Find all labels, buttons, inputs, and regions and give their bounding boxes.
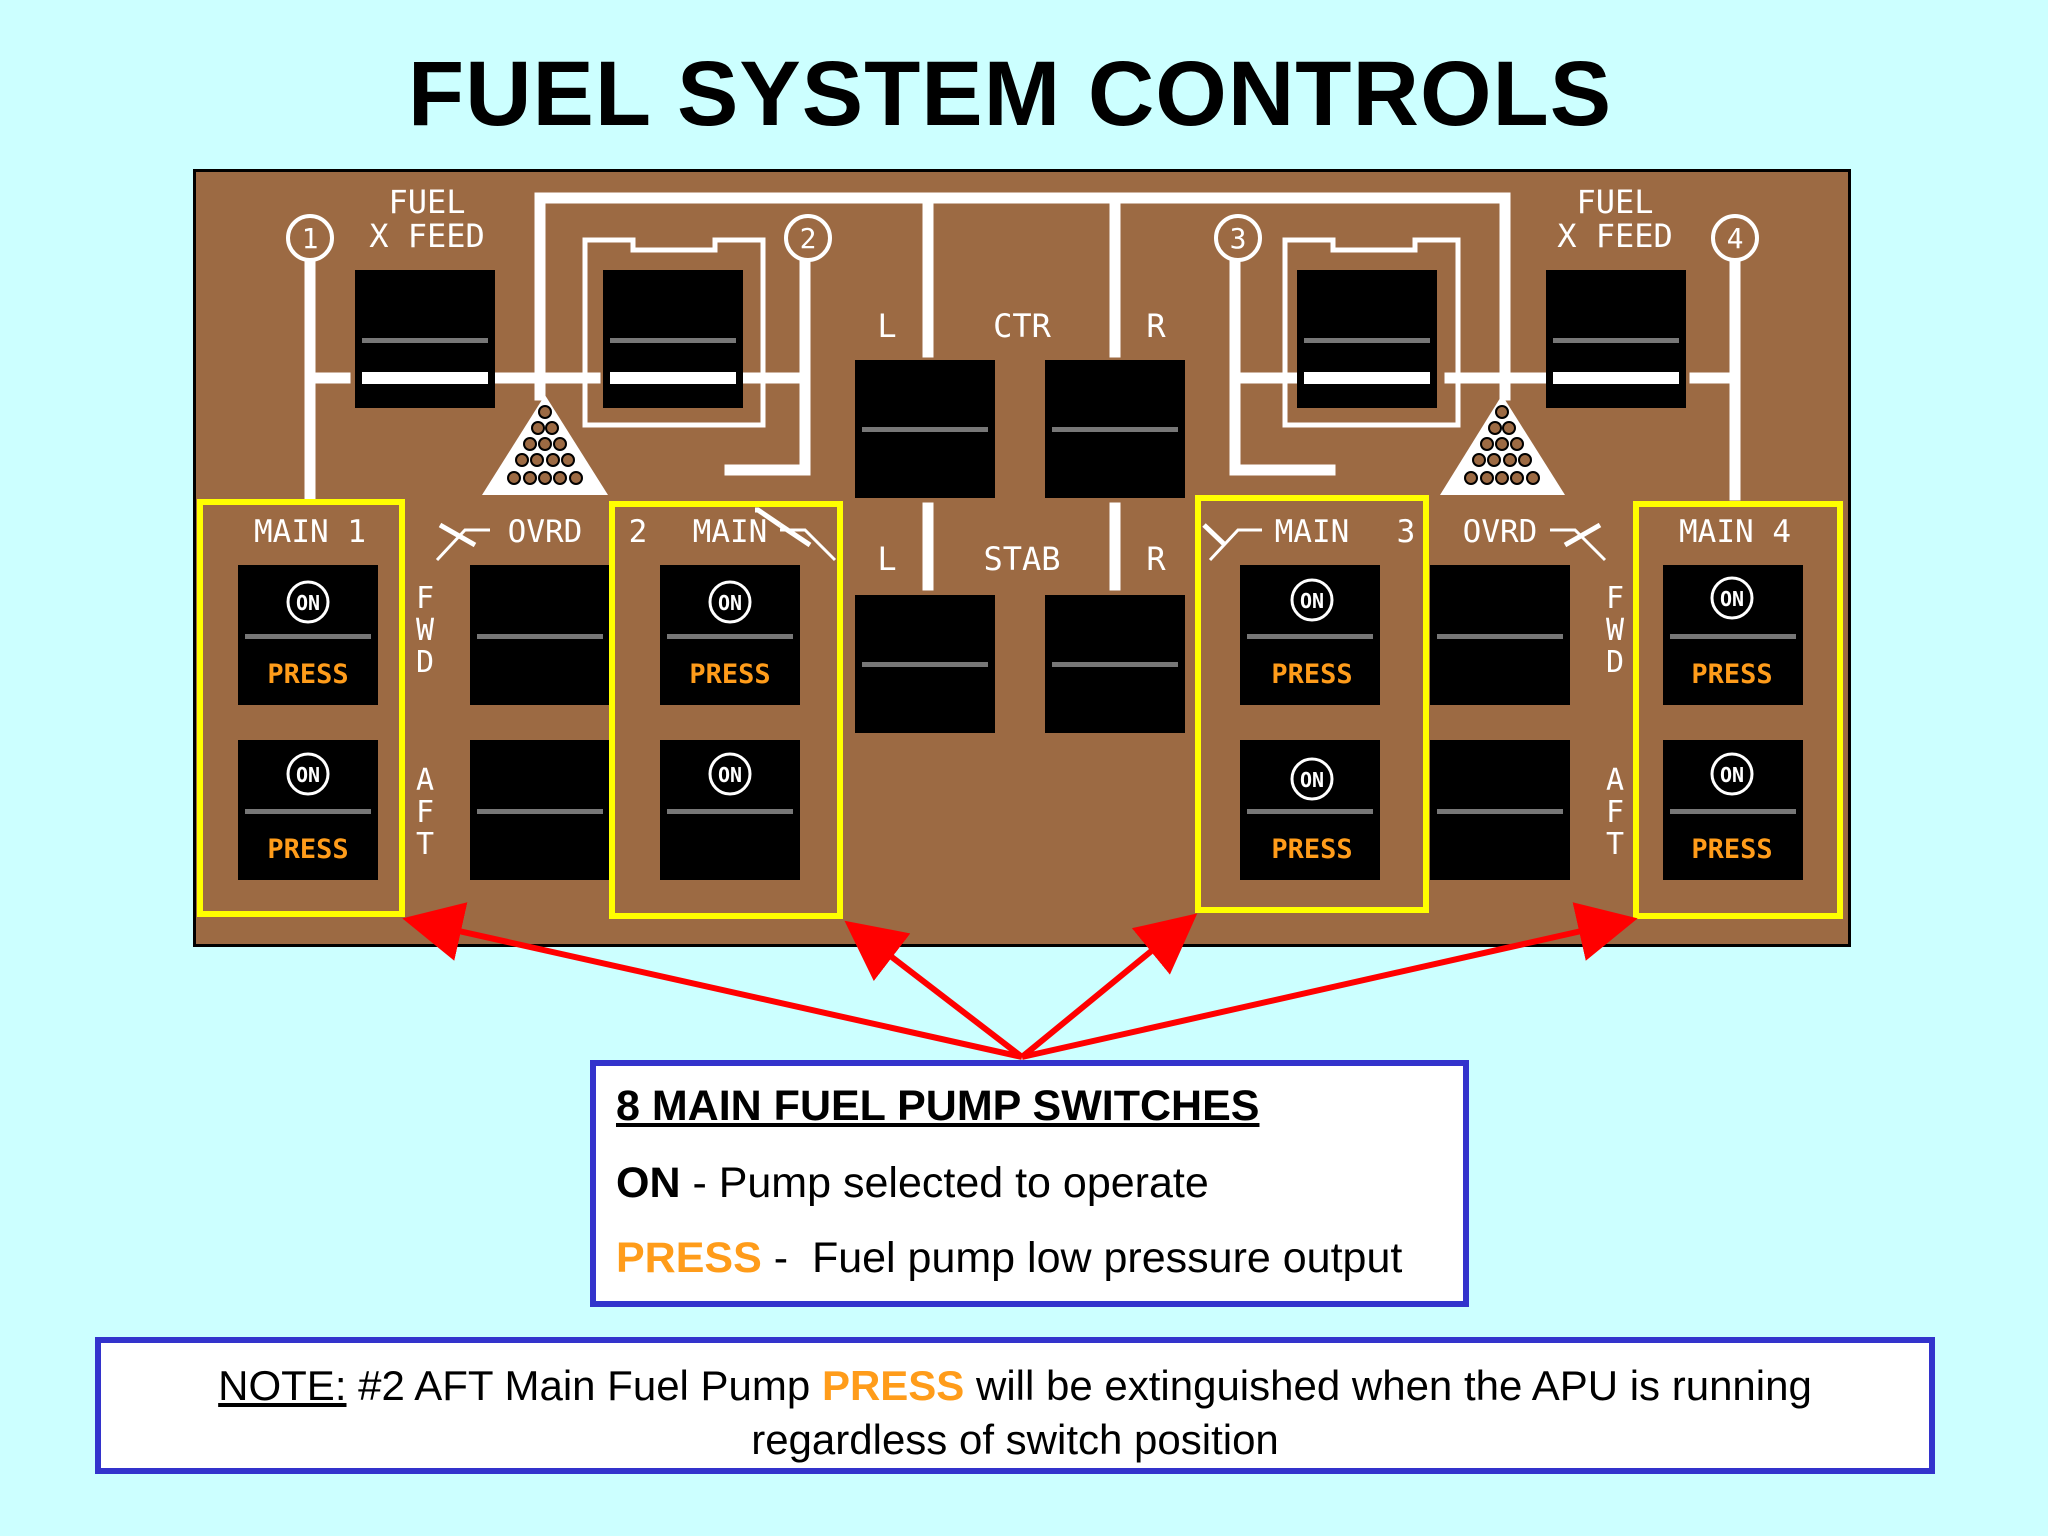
on-indicator: ON — [718, 763, 742, 787]
valve-switch-engine-3[interactable] — [1297, 270, 1437, 408]
page-title: FUEL SYSTEM CONTROLS — [407, 43, 1613, 145]
xfeed-switch-left[interactable] — [355, 270, 495, 408]
engine-number-4: 4 — [1727, 222, 1744, 255]
ctr-left-pump-switch[interactable] — [855, 360, 995, 498]
legend-row-on: ON - Pump selected to operate — [616, 1159, 1463, 1208]
fwd-left-letter-w: W — [416, 613, 435, 648]
legend-box: 8 MAIN FUEL PUMP SWITCHES ON - Pump sele… — [590, 1060, 1469, 1307]
note-box: NOTE: #2 AFT Main Fuel Pump PRESS will b… — [95, 1337, 1935, 1474]
aft-right-letter-a: A — [1606, 763, 1624, 798]
press-indicator: PRESS — [1691, 834, 1772, 865]
legend-heading: 8 MAIN FUEL PUMP SWITCHES — [616, 1082, 1260, 1130]
ctr-r-label: R — [1146, 307, 1166, 345]
ovrd-right-label: OVRD — [1463, 514, 1538, 550]
on-indicator: ON — [1720, 763, 1744, 787]
legend-press-key: PRESS — [616, 1234, 762, 1282]
fwd-right-letter-d: D — [1606, 645, 1624, 680]
on-indicator: ON — [718, 591, 742, 615]
engine-number-2: 2 — [800, 222, 817, 255]
engine-2-label: 2 — [629, 514, 648, 550]
legend-press-text: - Fuel pump low pressure output — [761, 1234, 1403, 1282]
fwd-left-letter-d: D — [416, 645, 434, 680]
on-indicator: ON — [296, 763, 320, 787]
fwd-right-letter-f: F — [1606, 581, 1624, 616]
note-label: NOTE: — [218, 1362, 347, 1409]
ovrd-right-fwd-switch[interactable] — [1430, 565, 1570, 705]
crossfeed-valve-right-icon — [1440, 395, 1565, 495]
main-2-fwd-pump-switch[interactable]: ON PRESS — [660, 565, 800, 705]
xfeed-left-label-line1: FUEL — [388, 183, 465, 221]
note-text-a: #2 AFT Main Fuel Pump — [346, 1362, 822, 1409]
engine-number-1: 1 — [302, 222, 319, 255]
aft-right-letter-f: F — [1606, 795, 1624, 830]
press-indicator: PRESS — [267, 834, 348, 865]
press-indicator: PRESS — [689, 659, 770, 690]
ctr-l-label: L — [877, 307, 896, 345]
on-indicator: ON — [1300, 589, 1324, 613]
stab-right-pump-switch[interactable] — [1045, 595, 1185, 733]
engine-number-markers: 1 2 3 4 — [286, 214, 1759, 262]
main-1-aft-pump-switch[interactable]: ON PRESS — [238, 740, 378, 880]
press-indicator: PRESS — [267, 659, 348, 690]
xfeed-right-label-line2: X FEED — [1557, 217, 1673, 255]
main-1-label: MAIN 1 — [254, 514, 366, 550]
legend-on-key: ON — [616, 1159, 681, 1207]
ovrd-right-aft-switch[interactable] — [1430, 740, 1570, 880]
press-indicator: PRESS — [1691, 659, 1772, 690]
fwd-left-letter-f: F — [416, 581, 434, 616]
main-2-label: MAIN — [693, 514, 768, 550]
aft-left-letter-t: T — [416, 827, 434, 862]
note-line-2: regardless of switch position — [751, 1416, 1279, 1463]
note-line-1: NOTE: #2 AFT Main Fuel Pump PRESS will b… — [101, 1359, 1929, 1413]
stab-left-pump-switch[interactable] — [855, 595, 995, 733]
press-indicator: PRESS — [1271, 834, 1352, 865]
on-indicator: ON — [1300, 768, 1324, 792]
main-4-label: MAIN 4 — [1679, 514, 1791, 550]
fwd-right-letter-w: W — [1606, 613, 1625, 648]
note-text-b: will be extinguished when the APU is run… — [964, 1362, 1812, 1409]
engine-number-3: 3 — [1230, 222, 1247, 255]
crossfeed-valve-left-icon — [482, 395, 608, 495]
ovrd-left-fwd-switch[interactable] — [470, 565, 610, 705]
main-3-label: MAIN — [1275, 514, 1350, 550]
xfeed-right-label-line1: FUEL — [1576, 183, 1653, 221]
label-brackets — [435, 528, 1607, 562]
legend-row-press: PRESS - Fuel pump low pressure output — [616, 1234, 1463, 1283]
main-1-fwd-pump-switch[interactable]: ON PRESS — [238, 565, 378, 705]
xfeed-left-label-line2: X FEED — [369, 217, 485, 255]
main-3-aft-pump-switch[interactable]: ON PRESS — [1240, 740, 1380, 880]
note-press: PRESS — [821, 1362, 965, 1409]
main-pump-highlights — [197, 495, 1843, 919]
fuel-manifold-lines — [304, 192, 1741, 591]
press-indicator: PRESS — [1271, 659, 1352, 690]
ctr-right-pump-switch[interactable] — [1045, 360, 1185, 498]
stab-l-label: L — [877, 540, 896, 578]
main-2-aft-pump-switch[interactable]: ON — [660, 740, 800, 880]
ovrd-left-aft-switch[interactable] — [470, 740, 610, 880]
engine-3-label: 3 — [1397, 514, 1416, 550]
aft-left-letter-f: F — [416, 795, 434, 830]
legend-on-text: - Pump selected to operate — [680, 1159, 1209, 1207]
on-indicator: ON — [296, 591, 320, 615]
valve-switch-engine-2[interactable] — [603, 270, 743, 408]
valve-outlines — [438, 237, 1602, 548]
aft-left-letter-a: A — [416, 763, 434, 798]
main-4-aft-pump-switch[interactable]: ON PRESS — [1663, 740, 1803, 880]
main-3-fwd-pump-switch[interactable]: ON PRESS — [1240, 565, 1380, 705]
xfeed-switch-right[interactable] — [1546, 270, 1686, 408]
ovrd-left-label: OVRD — [508, 514, 583, 550]
on-indicator: ON — [1720, 587, 1744, 611]
callout-arrows — [402, 902, 1638, 1060]
ctr-label: CTR — [993, 307, 1052, 345]
stab-r-label: R — [1146, 540, 1166, 578]
stab-label: STAB — [983, 540, 1060, 578]
aft-right-letter-t: T — [1606, 827, 1624, 862]
main-4-fwd-pump-switch[interactable]: ON PRESS — [1663, 565, 1803, 705]
